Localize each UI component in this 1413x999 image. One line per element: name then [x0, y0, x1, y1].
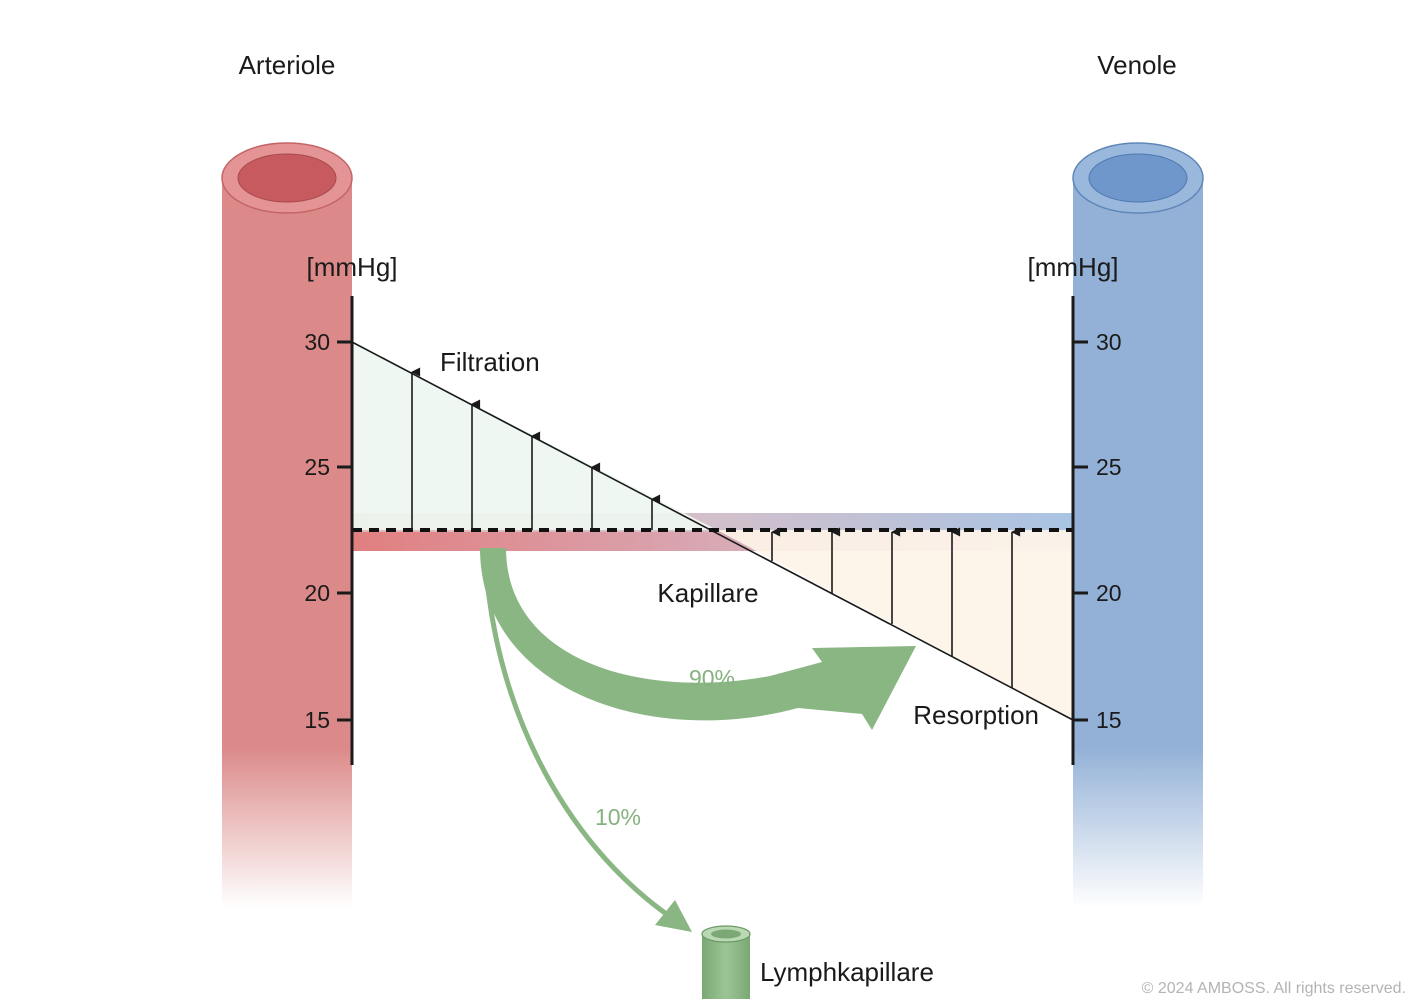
venole-label: Venole	[1097, 50, 1177, 80]
lymphkapillare-label: Lymphkapillare	[760, 957, 934, 987]
right-tick-label-25: 25	[1096, 454, 1122, 480]
right-tick-label-15: 15	[1096, 707, 1122, 733]
resorption-label: Resorption	[913, 700, 1039, 730]
filtration-arrows	[411, 367, 661, 530]
right-unit-label: [mmHg]	[1028, 252, 1119, 282]
filtration-label: Filtration	[440, 347, 540, 377]
percent-90-label: 90%	[689, 665, 735, 691]
percent-10-label: 10%	[595, 804, 641, 830]
right-pressure-scale: 30 25 20 15	[1071, 296, 1122, 765]
lymph-arrowhead	[655, 900, 692, 932]
arteriole-label: Arteriole	[239, 50, 336, 80]
reabsorption-90-arrow	[480, 548, 916, 730]
kapillare-label: Kapillare	[657, 578, 758, 608]
left-tick-label-20: 20	[304, 580, 330, 606]
venole-vessel	[1072, 142, 1204, 908]
left-tick-label-30: 30	[304, 329, 330, 355]
left-pressure-scale: 30 25 20 15	[304, 296, 354, 765]
right-tick-label-30: 30	[1096, 329, 1122, 355]
lymph-10-arrow	[482, 551, 674, 921]
left-tick-label-15: 15	[304, 707, 330, 733]
resorption-arrows	[771, 527, 1021, 688]
arteriole-vessel	[221, 142, 353, 908]
lymph-capillary	[701, 925, 751, 999]
left-tick-label-25: 25	[304, 454, 330, 480]
copyright-text: © 2024 AMBOSS. All rights reserved.	[1142, 980, 1406, 997]
right-tick-label-20: 20	[1096, 580, 1122, 606]
left-unit-label: [mmHg]	[307, 252, 398, 282]
